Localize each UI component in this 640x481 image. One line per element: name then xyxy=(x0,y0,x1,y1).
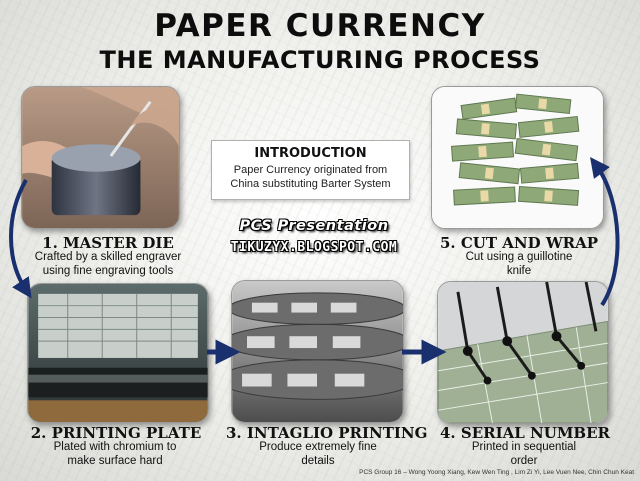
step-2-description: Plated with chromium to make surface har… xyxy=(53,441,177,467)
step-4-title: 4. SERIAL NUMBER xyxy=(440,424,611,442)
printing-plate-photo xyxy=(27,283,209,423)
printing-rollers-image xyxy=(232,281,403,422)
step-5-title: 5. CUT AND WRAP xyxy=(439,234,599,252)
introduction-title: INTRODUCTION xyxy=(254,146,367,161)
step-3-title: 3. INTAGLIO PRINTING xyxy=(226,424,428,442)
step-5-description: Cut using a guillotine knife xyxy=(465,251,573,277)
numbering-machine-image xyxy=(438,282,608,423)
page-subtitle: THE MANUFACTURING PROCESS xyxy=(99,46,541,74)
step-1-description: Crafted by a skilled engraver using fine… xyxy=(34,251,182,277)
step-2-title: 2. PRINTING PLATE xyxy=(30,424,202,442)
intaglio-printing-photo xyxy=(231,280,404,423)
step-1-title: 1. MASTER DIE xyxy=(42,234,174,252)
step-3-description: Produce extremely fine details xyxy=(259,441,377,467)
cut-and-wrap-photo xyxy=(431,86,604,229)
master-die-photo xyxy=(21,86,180,229)
step-4-description: Printed in sequential order xyxy=(471,441,577,467)
introduction-box: INTRODUCTION Paper Currency originated f… xyxy=(211,140,410,200)
credits-footer: PCS Group 16 – Wong Yoong Xiang, Kew Wen… xyxy=(359,469,634,476)
serial-number-photo xyxy=(437,281,609,424)
blog-url-label: TIKUZYX.BLOGSPOT.COM xyxy=(230,240,398,255)
introduction-text: Paper Currency originated from China sub… xyxy=(230,164,391,190)
engraver-image xyxy=(22,87,179,228)
money-stacks-image xyxy=(432,87,603,228)
page-title: PAPER CURRENCY xyxy=(154,8,486,44)
presentation-label: PCS Presentation xyxy=(239,218,389,234)
press-machine-image xyxy=(28,284,208,422)
